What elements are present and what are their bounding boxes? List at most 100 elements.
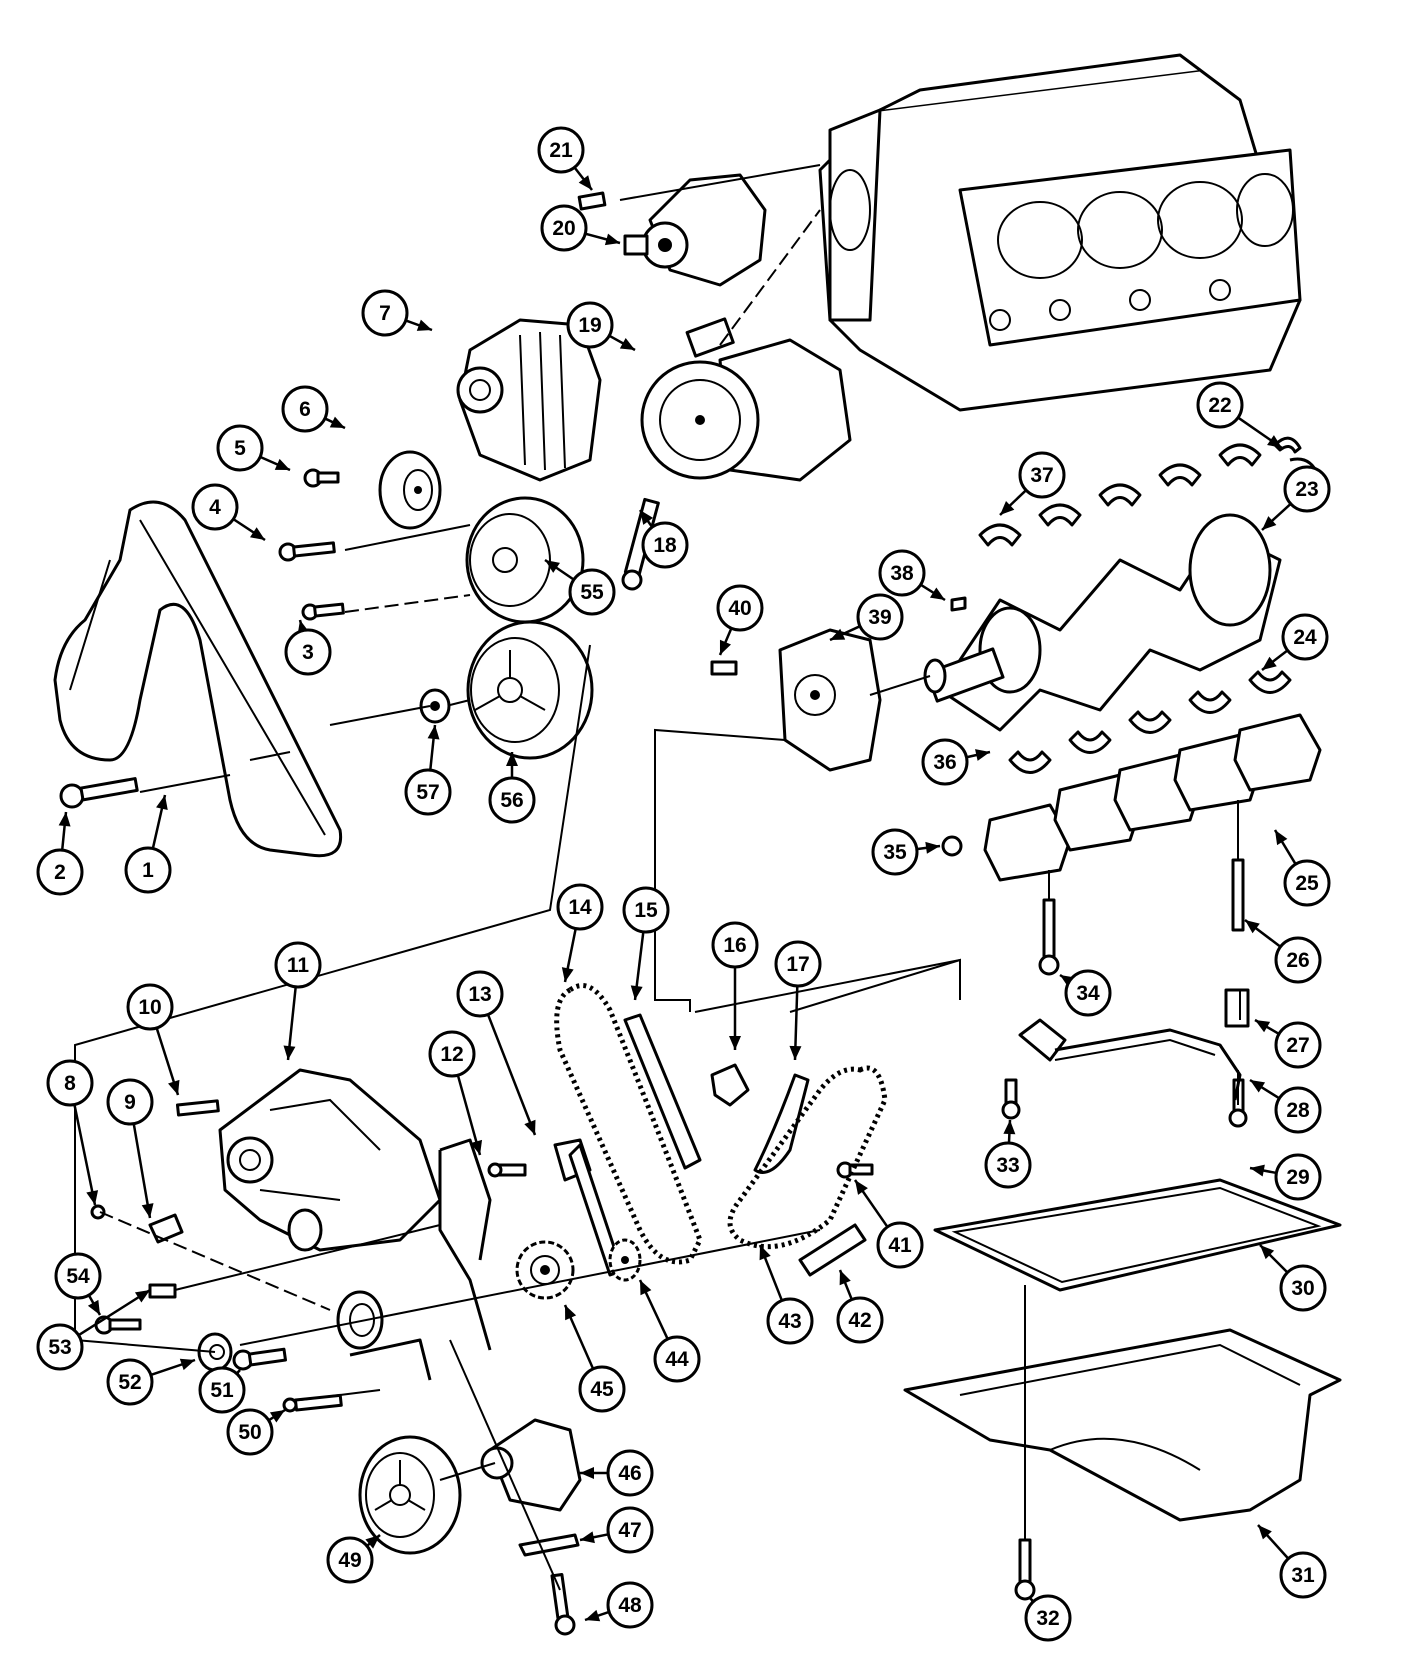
callout-circle-45 bbox=[578, 1365, 626, 1413]
callout-18: 18 bbox=[638, 509, 689, 569]
callout-arrowhead-54 bbox=[87, 1299, 100, 1315]
callout-number: 36 bbox=[933, 751, 956, 774]
callout-arrowhead-36 bbox=[975, 749, 990, 761]
callout-circle-14 bbox=[556, 883, 604, 931]
callout-34: 34 bbox=[1059, 969, 1112, 1017]
callout-number: 24 bbox=[1293, 626, 1317, 649]
callout-circle-51 bbox=[198, 1366, 246, 1414]
callout-number: 51 bbox=[210, 1379, 234, 1402]
callout-number: 22 bbox=[1208, 394, 1231, 417]
callout-arrowhead-5 bbox=[274, 458, 290, 470]
callout-arrowhead-18 bbox=[640, 510, 654, 525]
callout-46: 46 bbox=[580, 1449, 654, 1497]
bearings-lower bbox=[1008, 670, 1292, 774]
callout-number: 55 bbox=[580, 581, 604, 604]
callout-number: 57 bbox=[416, 781, 439, 804]
callout-arrowhead-23 bbox=[1262, 516, 1277, 530]
callout-arrowhead-17 bbox=[789, 1045, 802, 1060]
callout-number: 12 bbox=[440, 1043, 463, 1066]
callout-arrowhead-38 bbox=[929, 587, 945, 600]
callout-number: 41 bbox=[888, 1234, 912, 1257]
timing-chain-14 bbox=[554, 983, 703, 1265]
callout-number: 29 bbox=[1286, 1166, 1309, 1189]
callout-19: 19 bbox=[566, 301, 636, 352]
callout-arrowhead-21 bbox=[578, 175, 592, 190]
bolt-32 bbox=[1014, 1538, 1036, 1601]
crankshaft-pulley bbox=[466, 620, 594, 760]
callout-circle-7 bbox=[361, 289, 409, 337]
callout-number: 43 bbox=[778, 1310, 801, 1333]
callout-circle-11 bbox=[274, 941, 322, 989]
callout-44: 44 bbox=[638, 1279, 701, 1383]
callout-circle-41 bbox=[876, 1221, 924, 1269]
idler-pulley bbox=[378, 450, 442, 530]
callout-circle-50 bbox=[226, 1408, 274, 1456]
callout-number: 30 bbox=[1291, 1277, 1314, 1300]
nut-35 bbox=[941, 835, 963, 857]
callout-circle-54 bbox=[54, 1252, 102, 1300]
callout-number: 17 bbox=[786, 953, 809, 976]
callout-number: 34 bbox=[1076, 982, 1100, 1005]
callout-16: 16 bbox=[711, 921, 759, 1050]
callout-43: 43 bbox=[758, 1244, 814, 1345]
callout-26: 26 bbox=[1244, 919, 1322, 984]
callout-48: 48 bbox=[584, 1581, 654, 1629]
callout-30: 30 bbox=[1259, 1244, 1327, 1312]
callout-number: 49 bbox=[338, 1549, 361, 1572]
timing-chain-43 bbox=[727, 1065, 888, 1250]
callout-arrowhead-13 bbox=[524, 1119, 536, 1135]
callout-5: 5 bbox=[216, 424, 291, 472]
callout-number: 50 bbox=[238, 1421, 261, 1444]
callout-circle-36 bbox=[921, 738, 969, 786]
callout-53: 53 bbox=[36, 1288, 151, 1371]
callout-arrow-8 bbox=[73, 1104, 97, 1206]
callout-arrowhead-7 bbox=[416, 319, 432, 331]
sensor-9 bbox=[148, 1213, 184, 1244]
callout-number: 6 bbox=[299, 398, 311, 421]
callout-number: 40 bbox=[728, 597, 751, 620]
callout-number: 54 bbox=[66, 1265, 90, 1288]
callout-circle-23 bbox=[1283, 465, 1331, 513]
bolt-12 bbox=[487, 1162, 527, 1178]
callout-circle-56 bbox=[488, 776, 536, 824]
callout-number: 42 bbox=[848, 1309, 871, 1332]
callout-arrowhead-12 bbox=[470, 1139, 483, 1155]
callout-number: 52 bbox=[118, 1371, 141, 1394]
callout-circle-57 bbox=[404, 768, 452, 816]
drive-belt bbox=[53, 500, 343, 858]
callout-13: 13 bbox=[456, 970, 537, 1136]
callout-8: 8 bbox=[46, 1059, 99, 1206]
callout-circle-38 bbox=[878, 549, 926, 597]
bolt-21 bbox=[577, 191, 607, 211]
oil-pan bbox=[903, 1328, 1342, 1522]
callout-47: 47 bbox=[579, 1506, 654, 1554]
alternator bbox=[456, 318, 602, 482]
callout-arrowhead-42 bbox=[839, 1270, 851, 1286]
callout-circle-29 bbox=[1274, 1153, 1322, 1201]
callout-number: 20 bbox=[552, 217, 575, 240]
callout-arrowhead-9 bbox=[141, 1203, 154, 1218]
callout-circle-48 bbox=[606, 1581, 654, 1629]
callout-circle-4 bbox=[191, 483, 239, 531]
callout-arrowhead-20 bbox=[604, 233, 620, 246]
callout-circle-3 bbox=[284, 628, 332, 676]
callout-2: 2 bbox=[36, 811, 84, 896]
ac-compressor bbox=[640, 317, 852, 482]
callout-arrowhead-56 bbox=[506, 752, 518, 766]
callout-37: 37 bbox=[999, 451, 1066, 516]
callout-number: 15 bbox=[634, 899, 658, 922]
power-steering-pump bbox=[480, 1418, 582, 1512]
oil-pickup-tube bbox=[1018, 1018, 1242, 1101]
callout-number: 45 bbox=[590, 1378, 614, 1401]
callout-circle-32 bbox=[1024, 1594, 1072, 1642]
callout-arrowhead-8 bbox=[86, 1190, 99, 1205]
callout-arrowhead-26 bbox=[1245, 920, 1260, 934]
bolt-3 bbox=[301, 602, 345, 621]
callout-23: 23 bbox=[1261, 465, 1331, 531]
key-38 bbox=[950, 596, 967, 612]
callout-circle-40 bbox=[716, 584, 764, 632]
callout-arrowhead-28 bbox=[1250, 1080, 1266, 1093]
bolt-51 bbox=[232, 1347, 287, 1371]
stud-26 bbox=[1231, 858, 1245, 932]
